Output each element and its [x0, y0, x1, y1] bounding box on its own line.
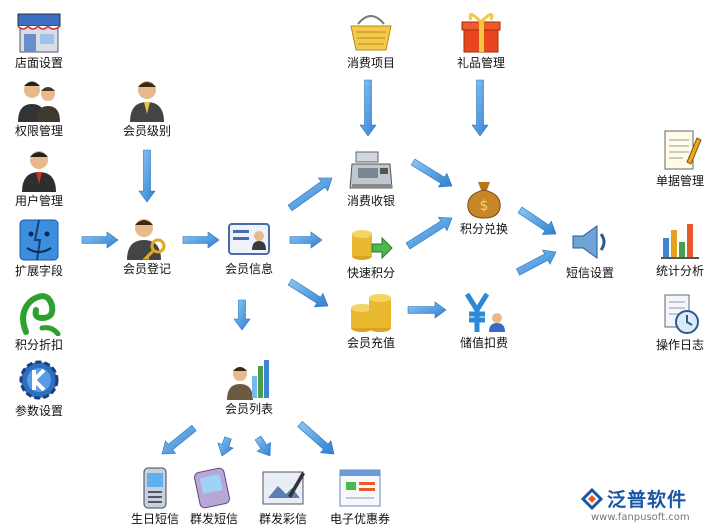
notepad-icon: [664, 130, 702, 170]
flow-arrow: [359, 79, 377, 137]
finder-face-icon: [19, 219, 59, 261]
flow-arrow: [289, 231, 323, 249]
group-sms-label: 群发短信: [190, 512, 239, 526]
flow-arrow: [405, 216, 453, 250]
member-recharge-label: 会员充值: [347, 336, 396, 350]
pda-icon: [194, 467, 230, 509]
brand-mark-icon: [581, 487, 603, 510]
bar-chart-icon: [661, 224, 699, 259]
e-coupon[interactable]: 电子优惠券: [330, 466, 390, 526]
cash-register-icon: [349, 151, 393, 189]
member-level[interactable]: 会员级别: [123, 78, 171, 138]
member-register-label: 会员登记: [123, 262, 172, 276]
users-group-icon: [18, 81, 60, 122]
extend-fields[interactable]: 扩展字段: [15, 218, 63, 278]
basket-icon: [350, 15, 392, 51]
points-discount[interactable]: 积分折扣: [15, 292, 63, 352]
operation-log[interactable]: 操作日志: [656, 292, 704, 352]
stats-analysis[interactable]: 统计分析: [656, 218, 704, 278]
user-icon: [22, 151, 56, 192]
birthday-sms-label: 生日短信: [131, 512, 180, 526]
flow-arrow: [254, 435, 271, 457]
storefront-icon: [17, 13, 61, 53]
sms-settings[interactable]: 短信设置: [566, 220, 614, 280]
flow-arrow: [138, 149, 156, 203]
param-settings-label: 参数设置: [15, 404, 64, 418]
group-mms[interactable]: 群发彩信: [259, 466, 307, 526]
member-info[interactable]: 会员信息: [225, 216, 273, 276]
flow-arrow: [81, 231, 119, 249]
svg-text:$: $: [480, 198, 489, 214]
points-exchange[interactable]: $ 积分兑换: [460, 176, 508, 236]
flow-arrow: [471, 79, 489, 137]
points-exchange-label: 积分兑换: [460, 222, 509, 236]
quick-points[interactable]: 快速积分: [347, 220, 395, 280]
coupon-window-icon: [339, 469, 381, 507]
id-card-icon: [228, 223, 270, 255]
permission-management[interactable]: 权限管理: [15, 78, 63, 138]
sms-settings-label: 短信设置: [566, 266, 615, 280]
stored-value-deduct[interactable]: 储值扣费: [460, 290, 508, 350]
group-mms-label: 群发彩信: [259, 512, 308, 526]
speaker-icon: [572, 225, 606, 259]
consume-checkout-label: 消费收银: [347, 194, 396, 208]
member-info-label: 会员信息: [225, 262, 274, 276]
group-sms[interactable]: 群发短信: [190, 466, 238, 526]
receipt-management[interactable]: 单据管理: [656, 128, 704, 188]
member-list-label: 会员列表: [225, 402, 274, 416]
gift-management-label: 礼品管理: [457, 56, 506, 70]
money-bag-icon: $: [467, 182, 501, 219]
store-settings[interactable]: 店面设置: [15, 10, 63, 70]
flow-arrow: [182, 231, 220, 249]
extend-fields-label: 扩展字段: [15, 264, 64, 278]
spiral-discount-icon: [20, 293, 61, 336]
flow-arrow: [287, 278, 329, 308]
store-settings-label: 店面设置: [15, 56, 64, 70]
flow-arrow: [287, 177, 333, 212]
flow-arrow: [517, 206, 557, 235]
gear-k-icon: [19, 360, 59, 400]
birthday-sms[interactable]: 生日短信: [131, 466, 179, 526]
consume-items-label: 消费项目: [347, 56, 396, 70]
member-recharge[interactable]: 会员充值: [347, 290, 395, 350]
flow-arrow: [515, 249, 557, 276]
flow-arrow: [297, 420, 335, 455]
brand-url: www.fanpusoft.com: [591, 512, 690, 523]
member-register[interactable]: 会员登记: [123, 216, 171, 276]
permission-management-label: 权限管理: [15, 124, 64, 138]
receipt-management-label: 单据管理: [656, 174, 705, 188]
user-management[interactable]: 用户管理: [15, 148, 63, 208]
clock-document-icon: [664, 294, 699, 334]
coins-arrow-icon: [352, 230, 393, 260]
member-list[interactable]: 会员列表: [225, 356, 273, 416]
coin-stack-icon: [351, 294, 391, 332]
param-settings[interactable]: 参数设置: [15, 358, 63, 418]
yen-person-icon: [464, 292, 505, 332]
operation-log-label: 操作日志: [656, 338, 705, 352]
e-coupon-label: 电子优惠券: [330, 512, 391, 526]
member-avatar-icon: [130, 81, 164, 122]
member-key-icon: [127, 219, 166, 260]
stored-value-deduct-label: 储值扣费: [460, 336, 509, 350]
stats-analysis-label: 统计分析: [656, 264, 705, 278]
flow-arrow: [217, 436, 234, 457]
cellphone-icon: [143, 467, 167, 509]
flow-arrow: [161, 424, 197, 455]
brand-name: 泛普软件: [607, 489, 688, 511]
flow-arrow: [410, 158, 453, 188]
flow-arrow: [407, 301, 447, 319]
gift-box-icon: [461, 13, 501, 53]
member-level-label: 会员级别: [123, 124, 172, 138]
user-management-label: 用户管理: [15, 194, 64, 208]
points-discount-label: 积分折扣: [15, 338, 64, 352]
brand-logo: 泛普软件 www.fanpusoft.com: [581, 485, 707, 525]
quick-points-label: 快速积分: [347, 266, 396, 280]
consume-checkout[interactable]: 消费收银: [347, 148, 395, 208]
gift-management[interactable]: 礼品管理: [457, 10, 505, 70]
paint-canvas-icon: [262, 471, 305, 505]
flow-arrow: [233, 299, 251, 331]
member-chart-icon: [227, 360, 269, 400]
consume-items[interactable]: 消费项目: [347, 10, 395, 70]
